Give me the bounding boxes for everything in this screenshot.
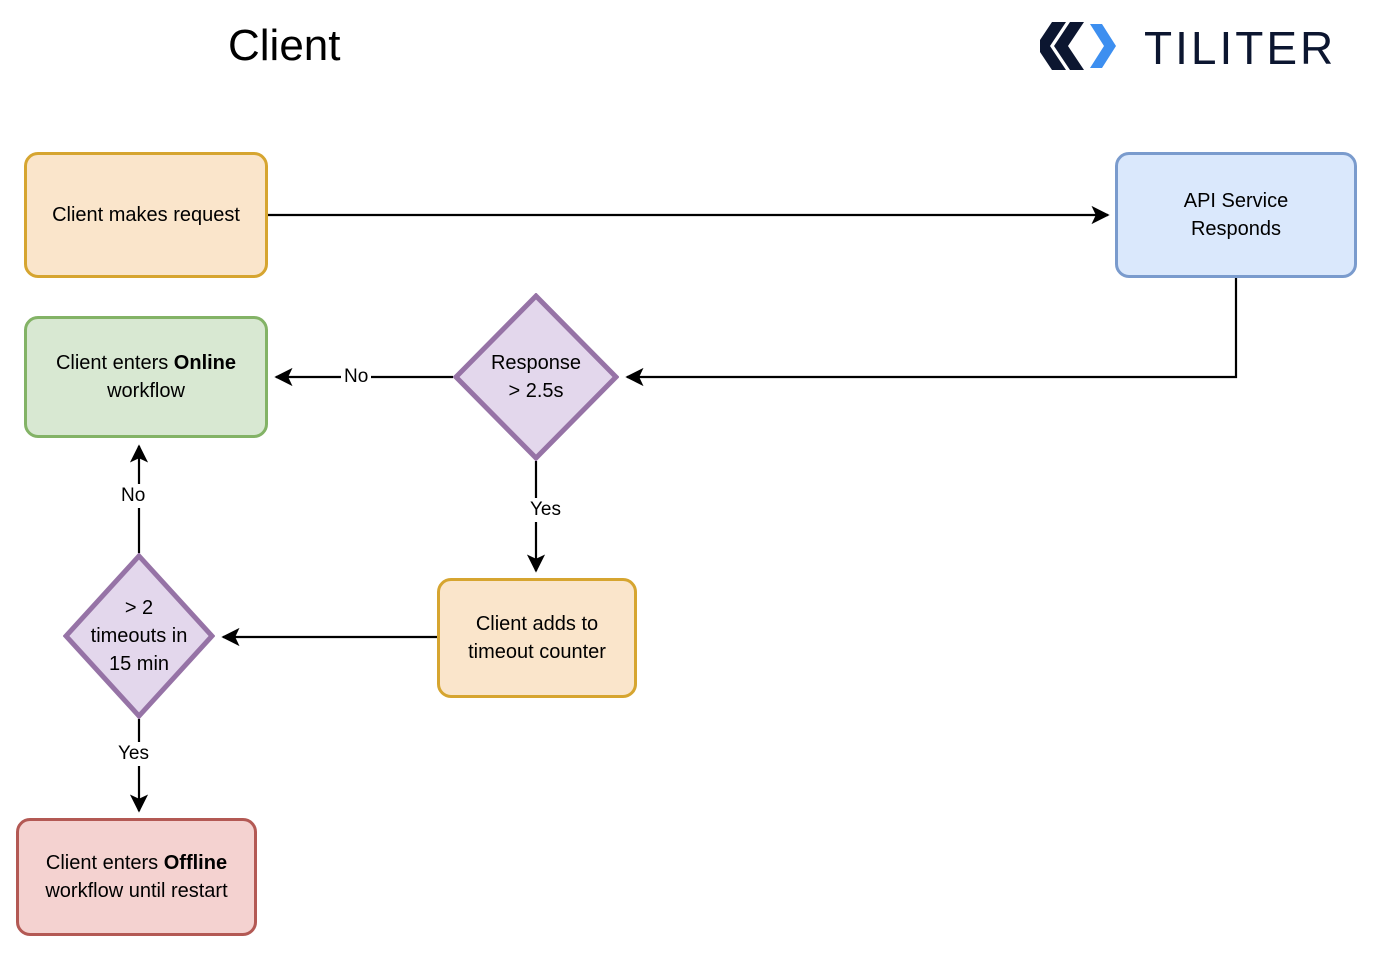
- node-label: Response > 2.5s: [491, 349, 581, 405]
- node-label-emphasis: Online: [173, 352, 237, 374]
- brand-logo: TILITER: [1036, 14, 1337, 82]
- node-label-suffix: workflow: [107, 380, 185, 402]
- node-client-enters-offline[interactable]: Client enters Offline workflow until res…: [16, 818, 257, 936]
- node-label: Client adds to timeout counter: [460, 610, 614, 666]
- edge-api-to-response: [625, 278, 1238, 387]
- edge-label-timeouts-no: No: [118, 484, 149, 508]
- node-label: Client enters Offline workflow until res…: [37, 849, 235, 905]
- node-client-enters-online[interactable]: Client enters Online workflow: [24, 316, 268, 438]
- node-label-line2: > 2.5s: [508, 380, 564, 402]
- brand-wordmark: TILITER: [1144, 22, 1337, 74]
- node-label-prefix: Client enters: [55, 352, 174, 374]
- node-label: > 2 timeouts in 15 min: [91, 594, 188, 678]
- node-label: Client enters Online workflow: [48, 349, 244, 405]
- node-label-suffix: workflow until restart: [45, 880, 228, 902]
- node-label-prefix: Client enters: [45, 852, 164, 874]
- node-api-service-responds[interactable]: API Service Responds: [1115, 152, 1357, 278]
- node-response-gt-2-5s[interactable]: Response > 2.5s: [453, 293, 619, 461]
- diamond-shape: [453, 293, 619, 461]
- tiliter-chevrons-icon: [1036, 18, 1130, 79]
- node-label-line2: Responds: [1190, 218, 1282, 240]
- edge-label-response-yes: Yes: [527, 498, 564, 522]
- node-label-line2: timeouts in: [90, 625, 188, 647]
- edge-label-timeouts-yes: Yes: [115, 742, 152, 766]
- node-label-line3: 15 min: [108, 653, 170, 675]
- node-gt-2-timeouts-15-min[interactable]: > 2 timeouts in 15 min: [63, 553, 215, 719]
- node-client-makes-request[interactable]: Client makes request: [24, 152, 268, 278]
- node-label: API Service Responds: [1176, 187, 1296, 243]
- node-label-line2: timeout counter: [468, 641, 606, 663]
- node-client-adds-timeout-counter[interactable]: Client adds to timeout counter: [437, 578, 637, 698]
- node-label-line1: > 2: [124, 597, 154, 619]
- node-label: Client makes request: [52, 204, 240, 226]
- node-label-line1: Response: [490, 352, 582, 374]
- diamond-shape: [63, 553, 215, 719]
- node-label-line1: API Service: [1183, 190, 1289, 212]
- page-title: Client: [228, 21, 341, 70]
- node-label-line1: Client adds to: [475, 613, 599, 635]
- edge-label-response-no: No: [341, 365, 372, 389]
- node-label-emphasis: Offline: [163, 852, 228, 874]
